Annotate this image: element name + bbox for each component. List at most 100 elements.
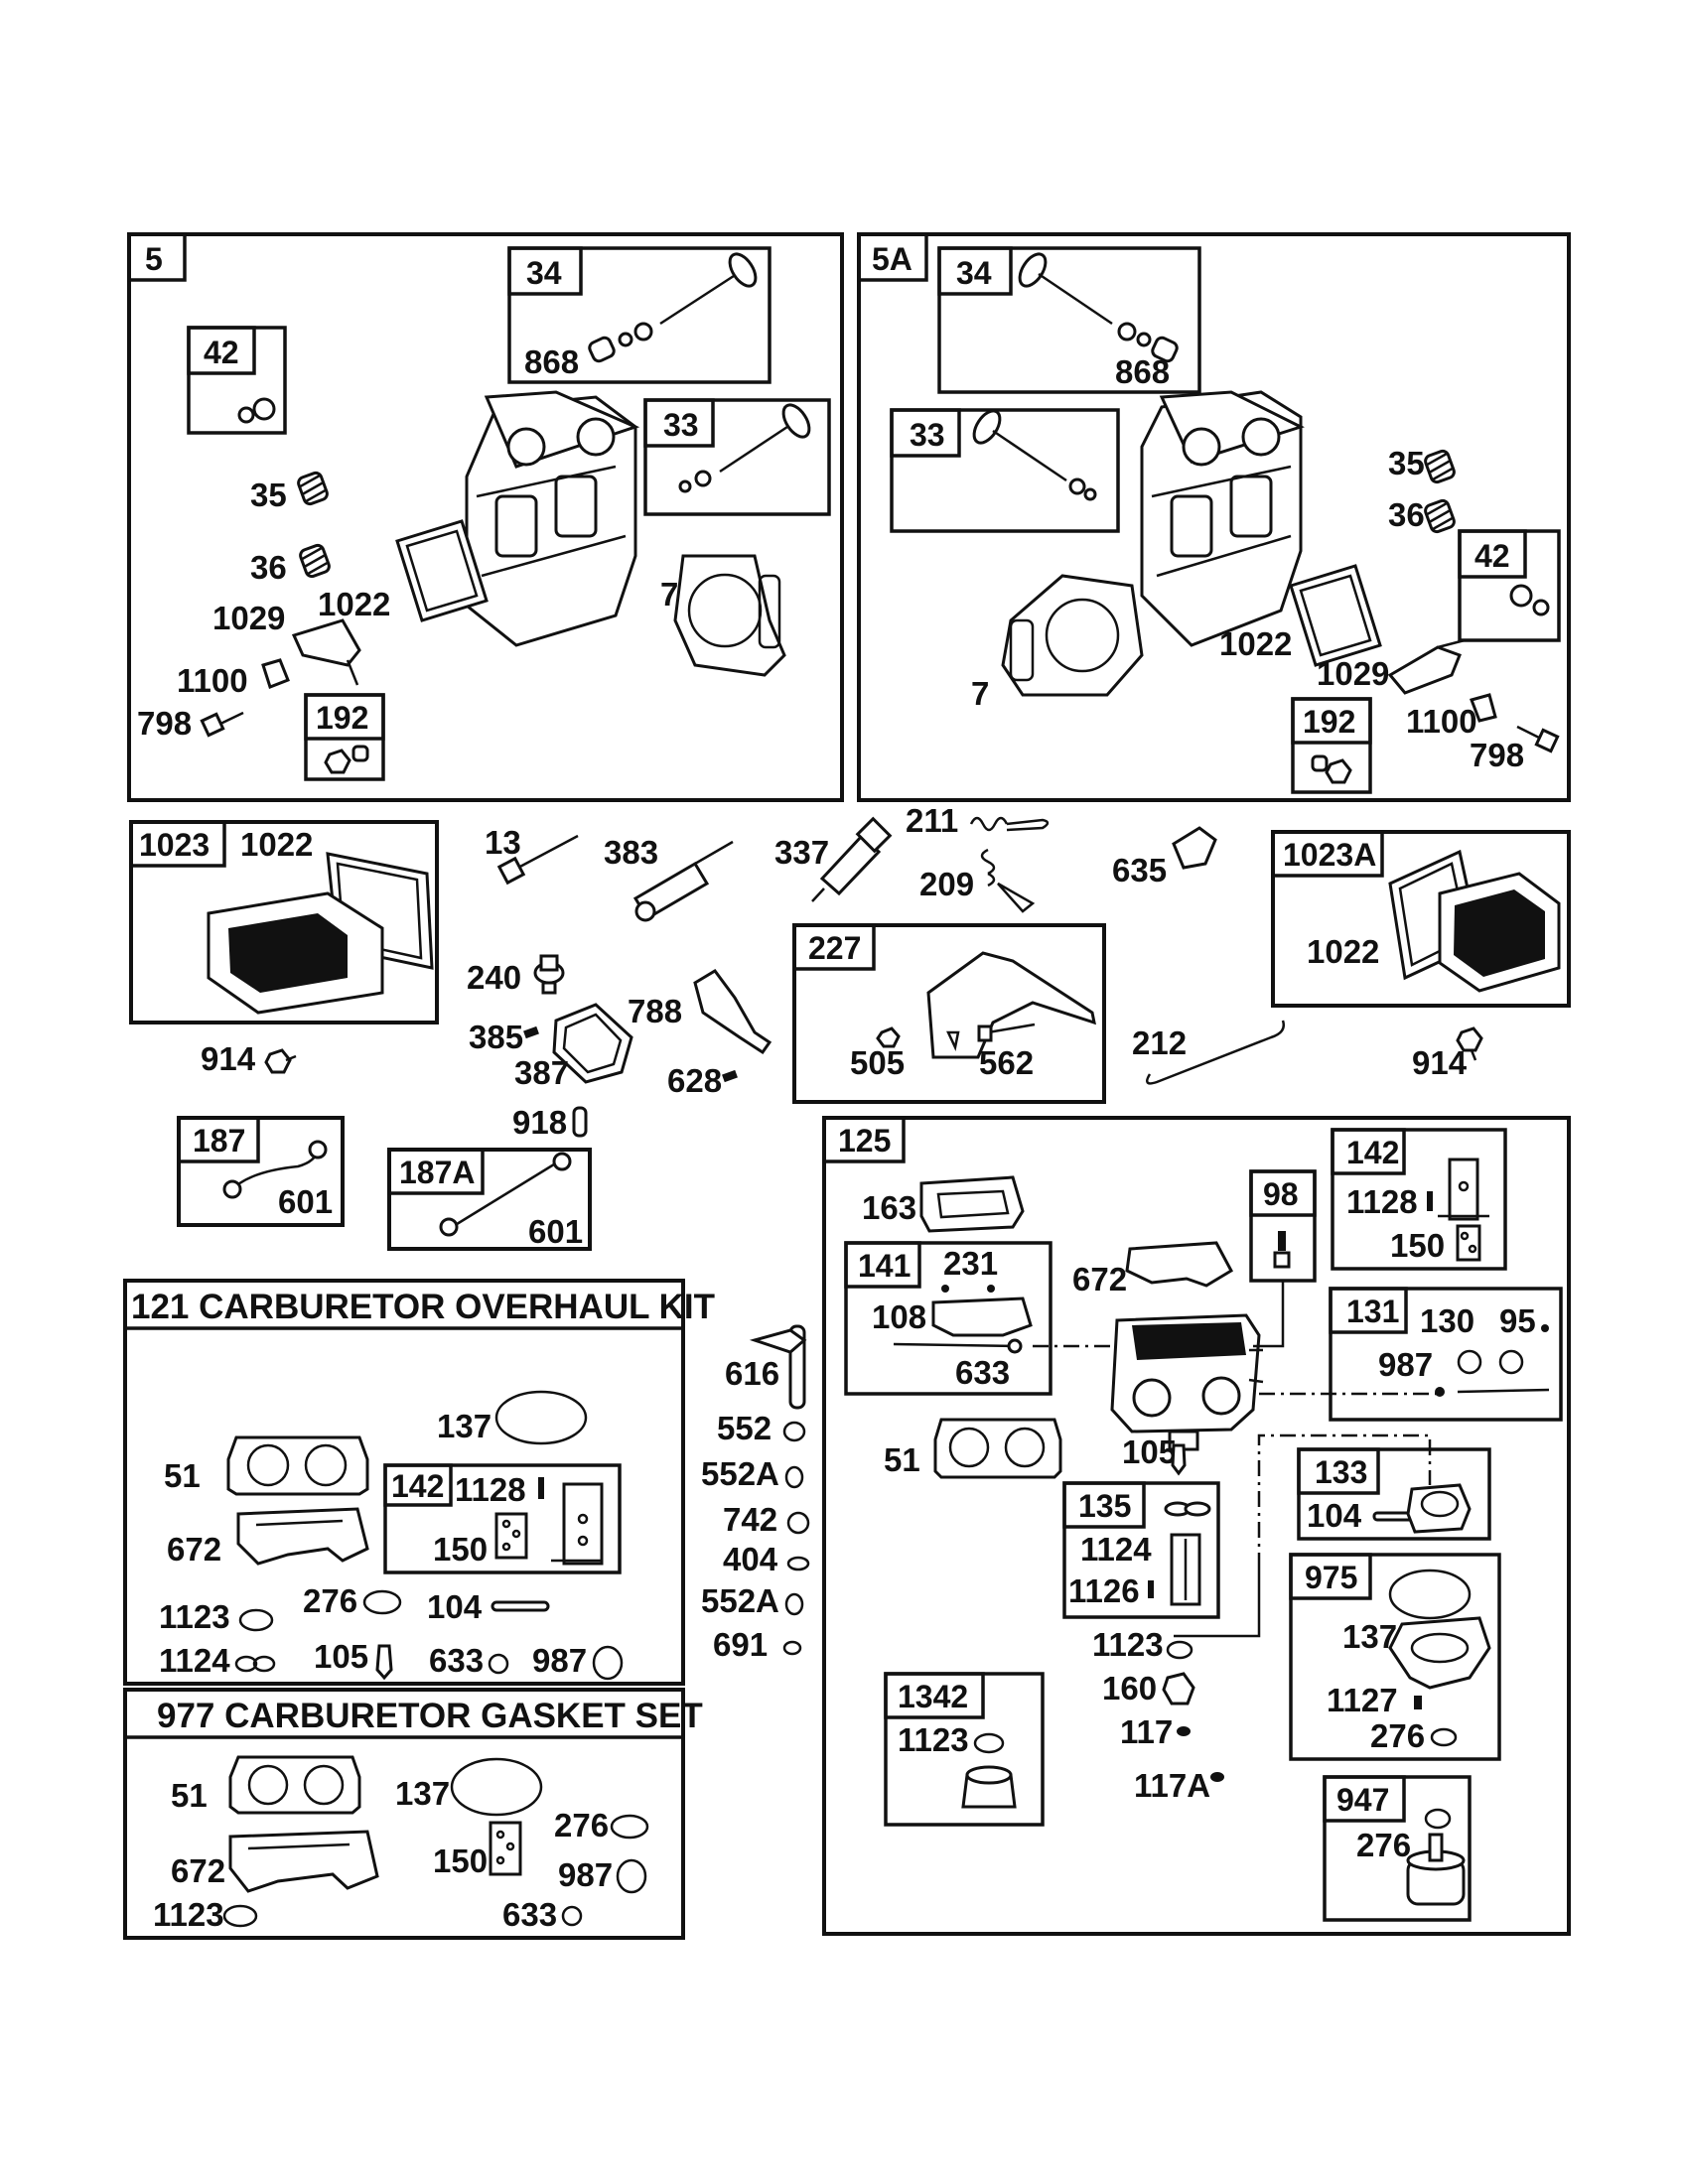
label-385: 385 bbox=[469, 1019, 523, 1055]
group-187a-tag-box bbox=[387, 1148, 485, 1195]
group-975-tag: 975 bbox=[1305, 1560, 1357, 1595]
group-5-34-tag-box bbox=[507, 246, 583, 296]
group-5-tag: 5 bbox=[145, 241, 163, 277]
label-95: 95 bbox=[1499, 1302, 1536, 1339]
label-160: 160 bbox=[1102, 1670, 1157, 1706]
choke-shaft-icon bbox=[1435, 1387, 1550, 1397]
breather-tube-icon bbox=[632, 840, 734, 922]
group-5-33-tag-box bbox=[643, 398, 715, 448]
label-601: 601 bbox=[528, 1213, 583, 1250]
label-868: 868 bbox=[1115, 353, 1170, 390]
group-98-tag-box bbox=[1249, 1169, 1317, 1217]
label-672: 672 bbox=[167, 1531, 221, 1568]
valve-icon bbox=[533, 954, 565, 995]
gasket-set-title: 977 CARBURETOR GASKET SET bbox=[157, 1697, 703, 1735]
valve-icon bbox=[972, 409, 1097, 501]
label-387: 387 bbox=[514, 1054, 569, 1091]
group-135-tag: 135 bbox=[1078, 1488, 1131, 1524]
main-jet-plate-icon bbox=[1438, 1158, 1489, 1221]
seal-icon bbox=[616, 1858, 647, 1894]
label-105: 105 bbox=[1122, 1433, 1177, 1470]
label-1124: 1124 bbox=[1080, 1531, 1152, 1568]
spring-icon bbox=[297, 471, 329, 506]
label-1128: 1128 bbox=[1346, 1183, 1418, 1220]
group-5a-34-tag: 34 bbox=[956, 255, 992, 291]
group-187a-frame bbox=[387, 1148, 592, 1251]
label-36: 36 bbox=[250, 549, 287, 586]
nut-icon bbox=[1311, 754, 1352, 784]
label-36: 36 bbox=[1388, 496, 1425, 533]
spark-plug-icon bbox=[811, 816, 893, 902]
group-5-192-tag: 192 bbox=[316, 700, 368, 736]
solenoid-icon bbox=[1406, 1833, 1466, 1906]
group-227-tag: 227 bbox=[808, 930, 861, 966]
group-187-tag: 187 bbox=[193, 1123, 245, 1159]
label-601: 601 bbox=[278, 1183, 333, 1220]
label-35: 35 bbox=[1388, 445, 1425, 481]
label-13: 13 bbox=[485, 824, 521, 861]
throttle-shaft-icon bbox=[893, 1338, 1023, 1354]
label-616: 616 bbox=[725, 1355, 779, 1392]
bowl-nut-icon bbox=[1162, 1672, 1195, 1706]
label-552a-2: 552A bbox=[701, 1582, 779, 1619]
needle-icon bbox=[375, 1644, 393, 1681]
group-5a-33-frame bbox=[890, 408, 1120, 533]
rocker-arm-icon bbox=[291, 618, 361, 686]
label-633: 633 bbox=[955, 1354, 1010, 1391]
label-383: 383 bbox=[604, 834, 658, 871]
label-1022: 1022 bbox=[1307, 933, 1379, 970]
spring-icon bbox=[1424, 498, 1456, 534]
group-125-tag-box bbox=[822, 1116, 906, 1163]
screw-icon bbox=[523, 1025, 539, 1039]
kit-142-tag: 142 bbox=[391, 1468, 444, 1504]
group-1023-tag-box bbox=[129, 820, 226, 868]
label-276: 276 bbox=[303, 1582, 357, 1619]
valve-icon bbox=[678, 403, 811, 493]
seal-icon bbox=[784, 1465, 804, 1489]
bolt-icon bbox=[264, 1048, 297, 1074]
label-672: 672 bbox=[171, 1852, 225, 1889]
bolt-icon bbox=[1456, 1026, 1483, 1061]
nut-icon bbox=[876, 1026, 901, 1048]
label-163: 163 bbox=[862, 1189, 916, 1226]
group-5-33-tag: 33 bbox=[663, 407, 699, 443]
label-1124: 1124 bbox=[159, 1642, 230, 1679]
cylinder-head-icon bbox=[1140, 390, 1305, 647]
label-1100: 1100 bbox=[177, 662, 248, 699]
float-icon bbox=[1164, 1501, 1211, 1606]
label-552: 552 bbox=[717, 1410, 772, 1446]
group-133-tag-box bbox=[1297, 1447, 1380, 1495]
group-187-frame bbox=[177, 1116, 345, 1227]
pin-icon bbox=[572, 1106, 588, 1138]
drain-screw-icon bbox=[1414, 1696, 1422, 1709]
label-7: 7 bbox=[660, 576, 678, 613]
gasket-icon bbox=[395, 519, 489, 622]
throttle-plate-icon bbox=[931, 1297, 1033, 1337]
gasket-set-frame bbox=[123, 1688, 685, 1940]
bolt-icon bbox=[496, 834, 579, 886]
label-1126: 1126 bbox=[1068, 1572, 1140, 1609]
screw-icon bbox=[1210, 1772, 1224, 1782]
washer-icon bbox=[786, 1556, 810, 1571]
label-51: 51 bbox=[164, 1457, 201, 1494]
group-975-tag-box bbox=[1289, 1553, 1372, 1600]
label-987: 987 bbox=[532, 1642, 587, 1679]
label-117: 117 bbox=[1120, 1713, 1173, 1750]
pivot-icon bbox=[261, 658, 290, 689]
assembly-line bbox=[1253, 1281, 1285, 1348]
label-1123: 1123 bbox=[898, 1721, 969, 1758]
spring-icon bbox=[1424, 449, 1456, 484]
label-117a: 117A bbox=[1134, 1767, 1210, 1804]
washer-icon bbox=[610, 1814, 649, 1840]
group-142-tag: 142 bbox=[1346, 1135, 1399, 1170]
group-5a-33-tag-box bbox=[890, 408, 961, 458]
label-552a: 552A bbox=[701, 1455, 779, 1492]
fuel-line-icon bbox=[222, 1140, 328, 1199]
group-5a-frame bbox=[857, 232, 1571, 802]
label-1029: 1029 bbox=[212, 600, 285, 636]
label-51: 51 bbox=[171, 1777, 208, 1814]
retainer-icon bbox=[1509, 584, 1550, 616]
label-212: 212 bbox=[1132, 1024, 1187, 1061]
valve-cover-icon bbox=[1388, 849, 1561, 993]
